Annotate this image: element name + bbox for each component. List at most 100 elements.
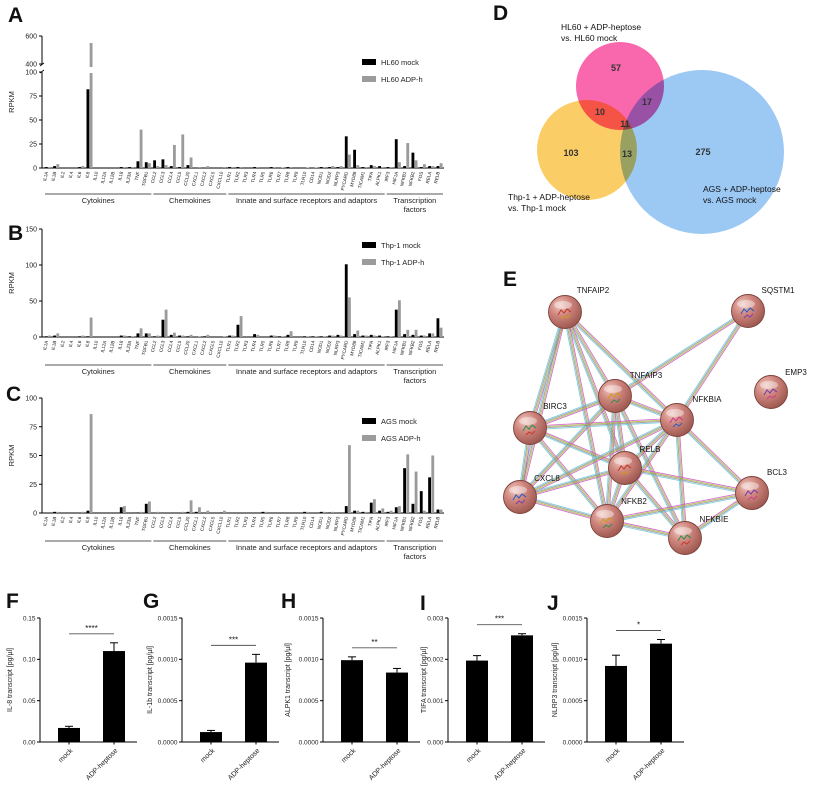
- node-structure-glyph: [617, 464, 632, 472]
- group-label: Cytokines: [82, 543, 115, 552]
- gene-tick-label: IL2: [59, 516, 65, 524]
- legend-label: HL60 mock: [381, 58, 419, 67]
- edge: [563, 312, 677, 422]
- gene-tick-label: IL8: [84, 516, 90, 524]
- bar: [423, 164, 426, 168]
- edge: [615, 312, 750, 398]
- bar: [139, 511, 143, 513]
- bar: [256, 167, 260, 168]
- bar: [89, 414, 93, 513]
- bar: [81, 166, 85, 168]
- edge: [529, 418, 678, 428]
- gene-tick-label: TLR2: [233, 340, 240, 352]
- gene-tick-label: PYCARD: [340, 516, 349, 536]
- y-axis-title: RPKM: [7, 445, 16, 467]
- gene-tick-label: NOD1: [316, 171, 324, 185]
- gene-tick-label: RELB: [433, 171, 440, 184]
- edge: [529, 428, 626, 470]
- panel-letter-g: G: [143, 590, 160, 613]
- bar: [378, 510, 381, 513]
- y-tick-label: 100: [25, 396, 37, 403]
- bar: [319, 511, 323, 513]
- bar: [236, 324, 240, 337]
- bar: [436, 318, 440, 337]
- gene-tick-label: CCL3: [158, 171, 165, 184]
- bar: [281, 336, 285, 337]
- bar: [144, 333, 148, 337]
- gene-tick-label: CCL20: [183, 340, 191, 355]
- bar: [178, 335, 181, 337]
- gene-tick-label: TLR8: [283, 516, 290, 528]
- bar: [403, 468, 406, 513]
- gene-tick-label: TLR1: [225, 171, 232, 183]
- bar: [286, 167, 290, 168]
- bar: [431, 455, 435, 513]
- edge: [563, 311, 607, 522]
- edge: [616, 394, 688, 538]
- bar: [119, 335, 123, 337]
- bar: [56, 511, 60, 513]
- venn-region-count: 10: [594, 107, 606, 117]
- y-tick-label: 0.0000: [158, 739, 178, 746]
- edge: [528, 429, 625, 471]
- gene-tick-label: IL12A: [100, 515, 108, 529]
- node-structure-glyph: [766, 394, 777, 400]
- edge: [520, 469, 626, 500]
- y-tick-label: 0.0015: [158, 615, 178, 622]
- gene-tick-label: TGFB1: [141, 516, 149, 532]
- bar: [428, 166, 431, 168]
- gene-tick-label: IL4: [68, 516, 74, 524]
- gene-tick-label: TLR7: [275, 340, 282, 352]
- legend-label: Thp-1 mock: [381, 241, 421, 250]
- gene-tick-label: CXCL2: [199, 516, 207, 532]
- bar: [386, 511, 390, 513]
- y-tick-label: 50: [29, 118, 37, 125]
- group-label: Transcription: [393, 367, 436, 376]
- gene-tick-label: IL1A: [42, 515, 49, 526]
- edge: [566, 311, 610, 522]
- bar: [466, 660, 488, 742]
- bar: [348, 154, 351, 168]
- gene-tick-label: TLR4: [250, 171, 257, 183]
- node-structure-glyph: [607, 392, 622, 400]
- y-tick-label: 0.0000: [299, 739, 319, 746]
- gene-tick-label: TLR9: [292, 340, 299, 352]
- bar: [273, 335, 276, 337]
- y-tick-label: 0.05: [23, 698, 36, 705]
- gene-tick-label: TGFB1: [141, 340, 149, 356]
- bar: [44, 167, 48, 168]
- bar: [394, 139, 398, 168]
- gene-tick-label: TLR6: [267, 516, 274, 528]
- gene-tick-label: TLR3: [242, 171, 249, 183]
- gene-tick-label: CD14: [308, 516, 315, 529]
- bar: [419, 167, 423, 168]
- y-tick-label: 0.0005: [563, 698, 583, 705]
- bar: [331, 335, 335, 337]
- gene-tick-label: NOD2: [325, 171, 333, 185]
- x-tick-label: mock: [58, 747, 75, 764]
- node-structure-glyph: [680, 540, 691, 546]
- edge: [624, 465, 753, 492]
- gene-tick-label: IL2: [59, 340, 65, 348]
- edge: [566, 310, 628, 468]
- gene-tick-label: FOS: [417, 171, 424, 181]
- bar: [161, 319, 165, 337]
- y-tick-label: 0.15: [23, 615, 36, 622]
- bar: [423, 510, 426, 513]
- legend-swatch: [362, 242, 376, 248]
- gene-tick-label: CXCL1: [191, 516, 199, 532]
- venn-region-count: 13: [621, 149, 633, 159]
- gene-tick-label: CCL2: [150, 340, 157, 353]
- bar: [356, 510, 360, 513]
- gene-tick-label: IL10: [92, 340, 99, 350]
- bar: [353, 334, 356, 337]
- gene-tick-label: CCL5: [175, 171, 182, 184]
- bar: [153, 160, 156, 168]
- bar: [364, 335, 368, 337]
- significance-stars: ****: [85, 624, 97, 633]
- bar: [406, 454, 410, 513]
- gene-tick-label: MYD88: [349, 340, 357, 356]
- group-label: factors: [404, 205, 427, 214]
- bar: [406, 143, 410, 168]
